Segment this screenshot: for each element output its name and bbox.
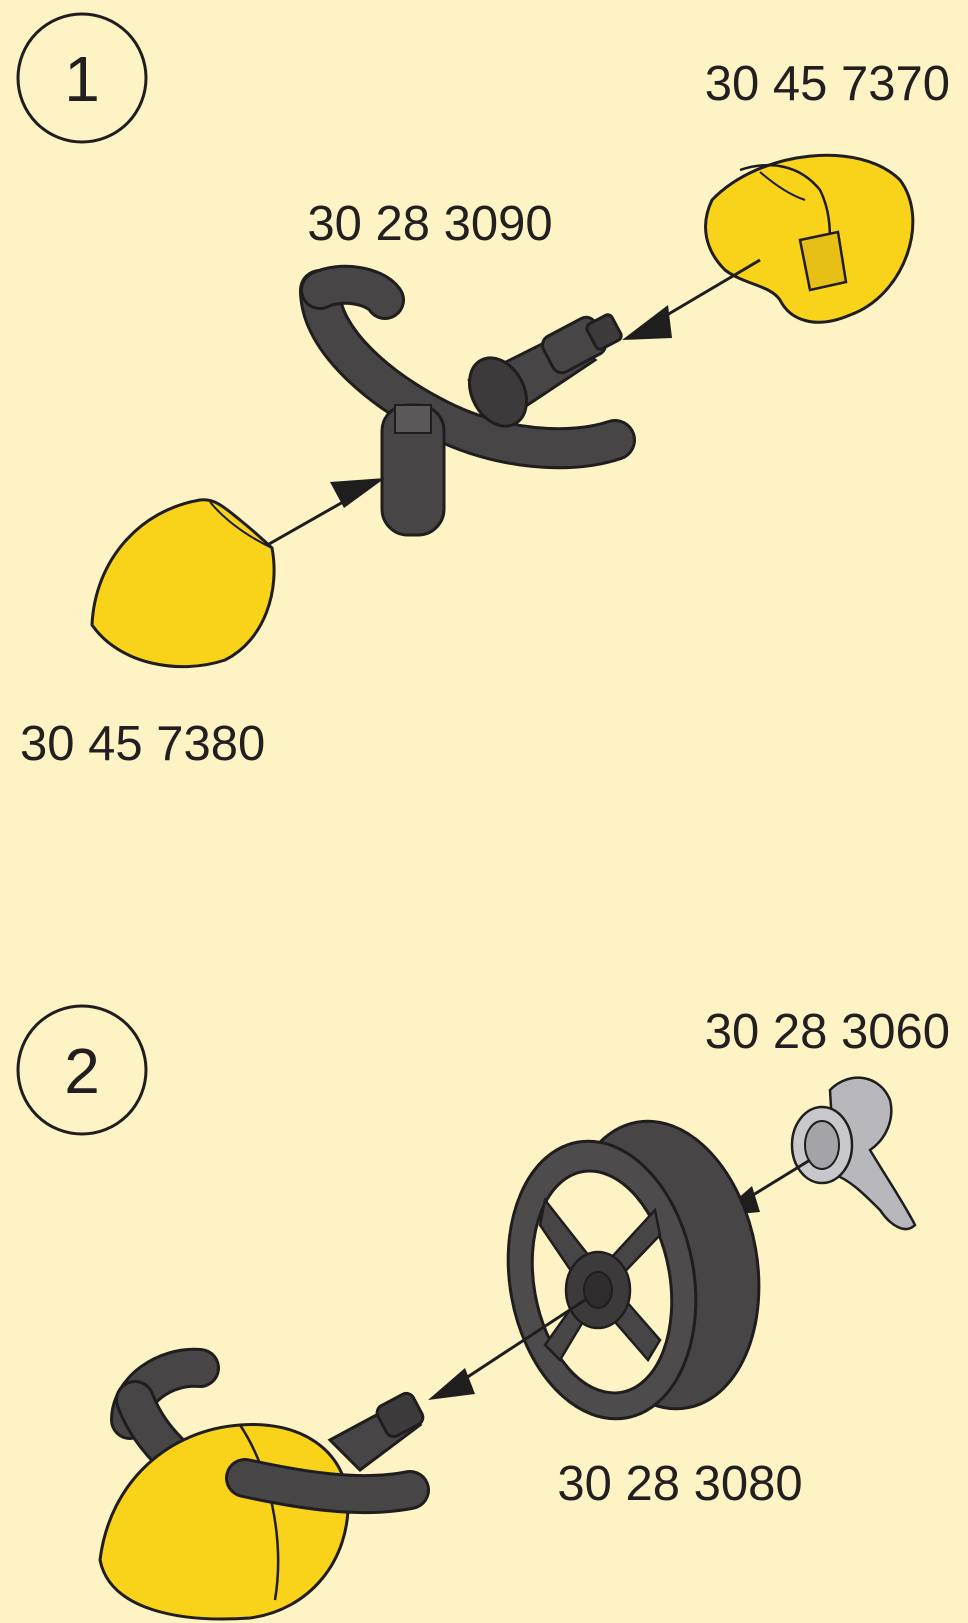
step-2-number-badge: 2	[18, 1006, 146, 1134]
arrow-7380-to-body	[255, 478, 385, 552]
step-1-number-badge: 1	[18, 14, 146, 142]
part-label-30-45-7380: 30 45 7380	[20, 717, 265, 771]
part-30-28-3090-drawing	[320, 285, 623, 535]
part-30-45-7380-drawing	[92, 500, 274, 667]
part-label-30-28-3060: 30 28 3060	[705, 1005, 950, 1059]
step-1-number: 1	[64, 43, 100, 115]
part-30-45-7370-drawing	[706, 155, 913, 322]
part-30-28-3060-drawing	[792, 1078, 915, 1229]
part-label-30-28-3090: 30 28 3090	[307, 197, 552, 251]
step-2: 2	[18, 1005, 950, 1619]
step-2-number: 2	[64, 1035, 100, 1107]
step-1: 1	[18, 14, 950, 771]
part-label-30-28-3080: 30 28 3080	[557, 1457, 802, 1511]
assembled-sprayer-drawing	[100, 1368, 426, 1619]
part-label-30-45-7370: 30 45 7370	[705, 57, 950, 111]
arrow-7370-to-body	[622, 260, 760, 340]
part-30-28-3080-drawing	[487, 1106, 781, 1434]
